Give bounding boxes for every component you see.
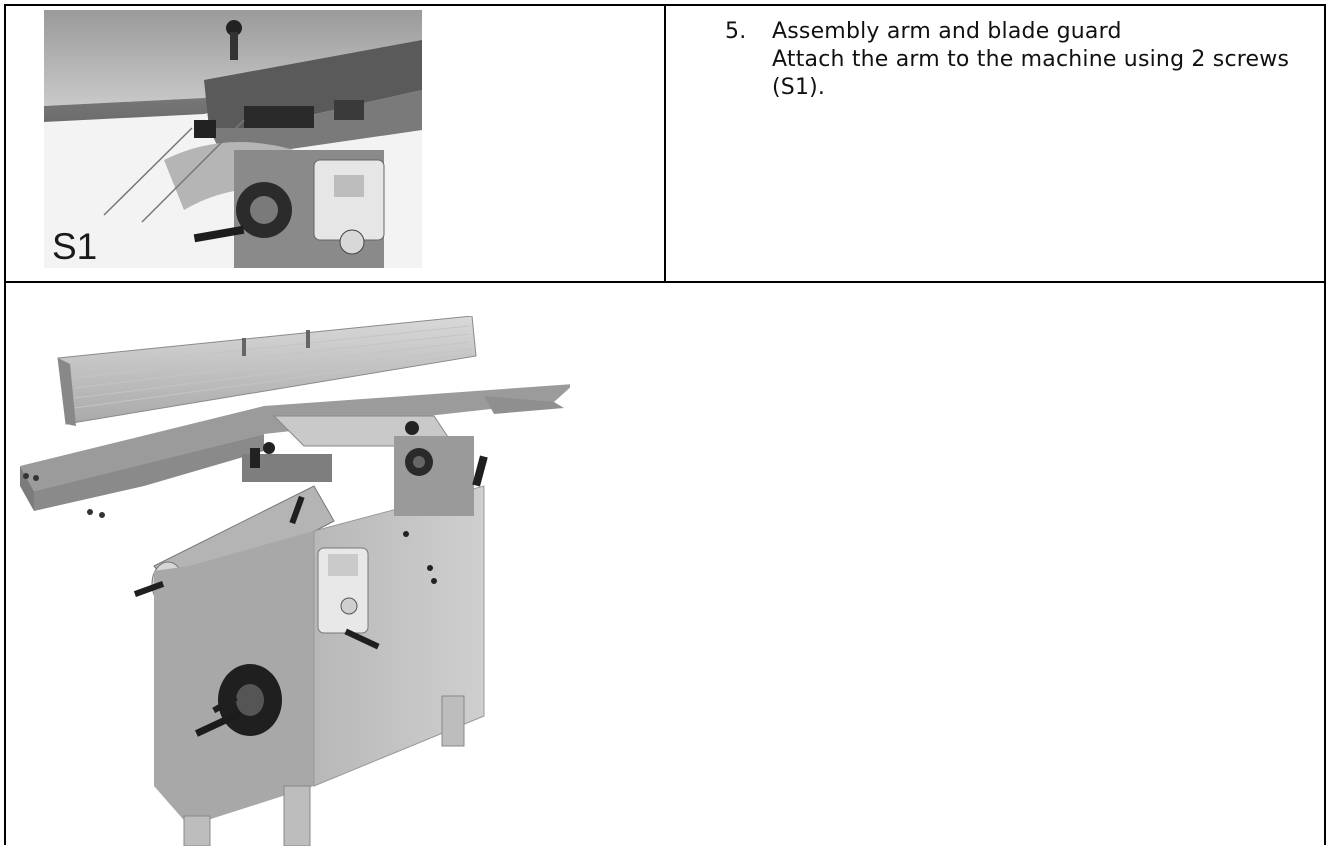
table-border-right (1324, 4, 1326, 845)
s1-callout-label: S1 (52, 226, 98, 267)
table-row-divider (4, 281, 1326, 283)
step-body: Assembly arm and blade guard Attach the … (772, 18, 1330, 102)
table-column-divider (664, 4, 666, 282)
table-border-left (4, 4, 6, 845)
step-number: 5. (725, 19, 747, 44)
jointer-planer-machine-photo (20, 316, 570, 846)
step-instruction: Attach the arm to the machine using 2 sc… (772, 47, 1290, 100)
planer-arm-closeup-photo (44, 10, 422, 268)
step-title: Assembly arm and blade guard (772, 19, 1122, 44)
